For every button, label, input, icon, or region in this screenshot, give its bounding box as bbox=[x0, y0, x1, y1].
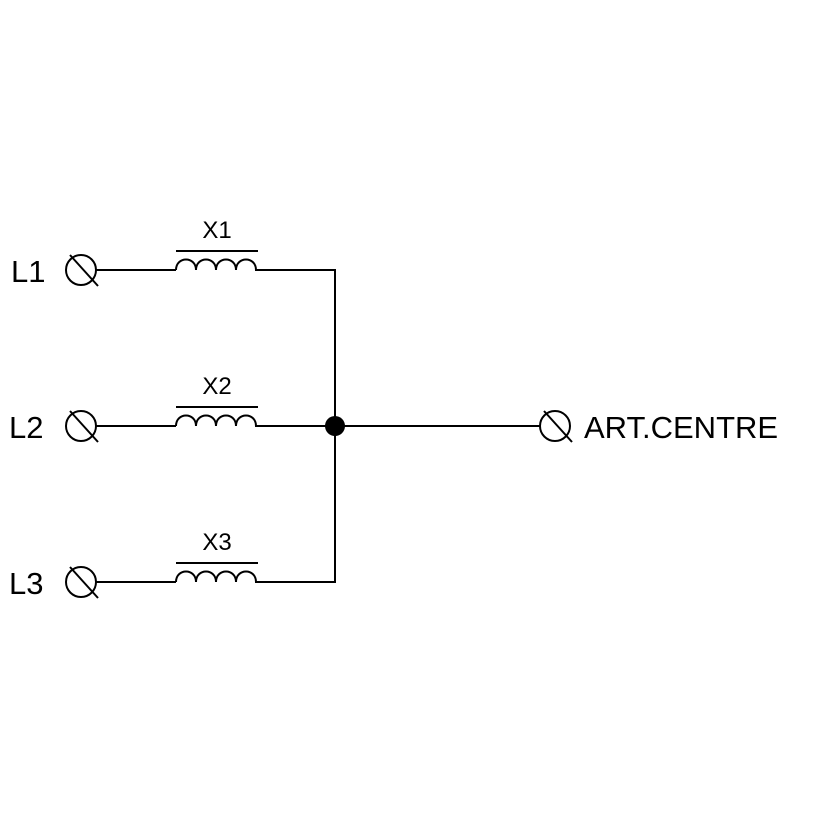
phase-branch-2: L2 X2 bbox=[9, 373, 335, 445]
inductor-icon bbox=[175, 562, 258, 583]
terminal-icon bbox=[65, 566, 99, 599]
reactor-label-x1: X1 bbox=[202, 217, 231, 244]
terminal-label-art-centre: ART.CENTRE bbox=[584, 410, 778, 445]
terminal-label-l3: L3 bbox=[9, 566, 43, 601]
terminal-icon bbox=[65, 410, 99, 443]
terminal-icon bbox=[65, 254, 99, 287]
phase-branch-1: L1 X1 bbox=[11, 217, 336, 426]
inductor-icon bbox=[175, 406, 258, 427]
star-point-output: ART.CENTRE bbox=[325, 410, 778, 445]
terminal-icon bbox=[539, 410, 573, 443]
inductor-icon bbox=[175, 250, 258, 271]
wire-x1-out bbox=[258, 269, 336, 426]
terminal-label-l1: L1 bbox=[11, 254, 45, 289]
reactor-label-x3: X3 bbox=[202, 529, 231, 556]
wire-x3-out bbox=[258, 426, 336, 583]
phase-branch-3: L3 X3 bbox=[9, 426, 336, 601]
terminal-label-l2: L2 bbox=[9, 410, 43, 445]
reactor-label-x2: X2 bbox=[202, 373, 231, 400]
